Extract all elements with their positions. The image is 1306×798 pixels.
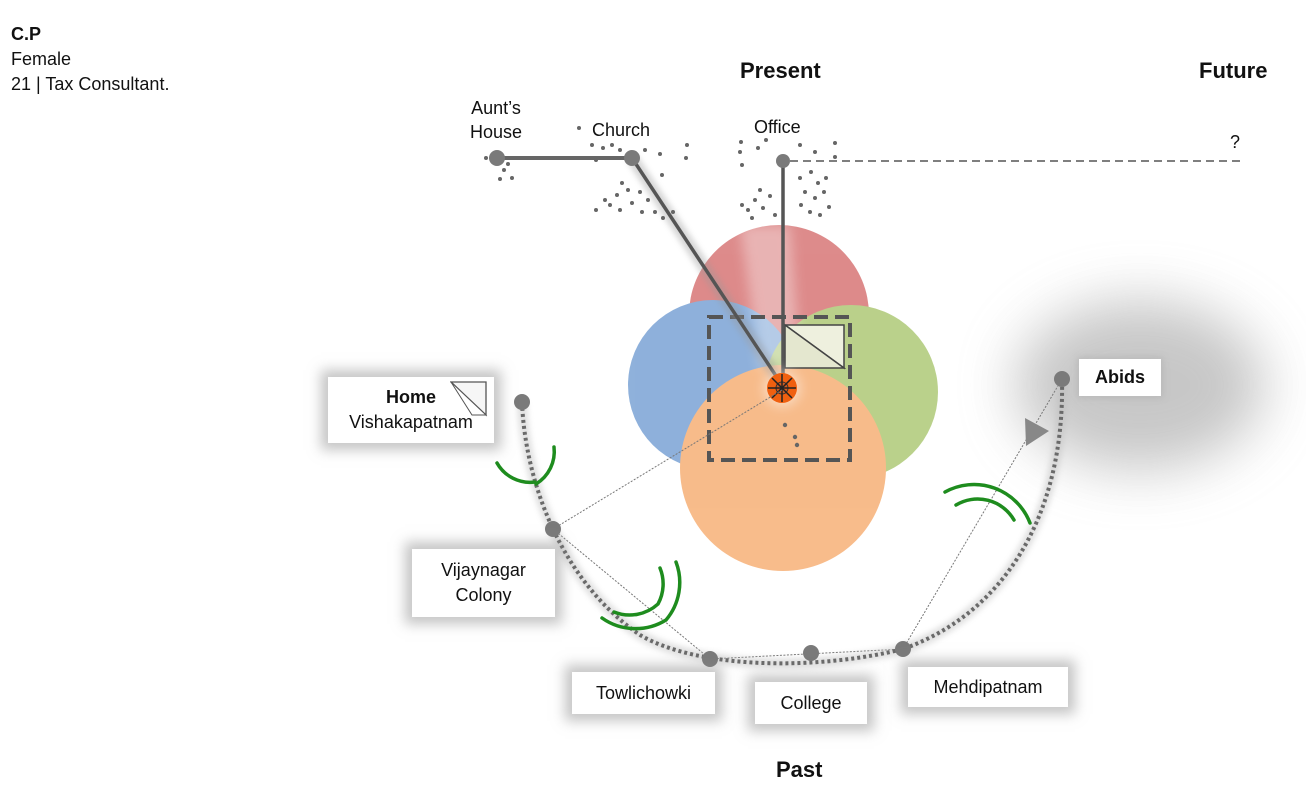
office-node xyxy=(776,154,790,168)
church-label: Church xyxy=(592,120,651,140)
college-card: College xyxy=(755,682,867,724)
wifi-signal-icon xyxy=(495,445,557,486)
direction-arrow-icon xyxy=(1025,418,1049,446)
aunts-house-node xyxy=(489,150,505,166)
towlichowki-node xyxy=(702,651,718,667)
profile-info: C.P Female 21 | Tax Consultant. xyxy=(11,22,169,97)
orange-circle xyxy=(680,365,886,571)
past-heading: Past xyxy=(776,757,823,782)
home-node xyxy=(514,394,530,410)
aunts-house-label: Aunt’s House xyxy=(469,98,523,142)
vijaynagar-card: Vijaynagar Colony xyxy=(412,549,555,617)
future-unknown-label: ? xyxy=(1230,132,1241,152)
home-title: Home xyxy=(385,387,436,407)
profile-gender: Female xyxy=(11,49,72,69)
vijaynagar-node xyxy=(545,521,561,537)
future-heading: Future xyxy=(1199,58,1268,83)
present-connectors xyxy=(497,152,1240,389)
college-node xyxy=(803,645,819,661)
folded-note-icon xyxy=(450,381,488,417)
present-heading: Present xyxy=(740,58,821,83)
abids-node xyxy=(1054,371,1070,387)
wifi-signal-icon xyxy=(600,560,682,631)
scatter-dots xyxy=(484,126,837,448)
towlichowki-card: Towlichowki xyxy=(572,672,715,714)
crosshair-asterisk-icon xyxy=(764,370,800,406)
mehdipatnam-node xyxy=(895,641,911,657)
profile-name: C.P xyxy=(11,24,42,44)
profile-details: 21 | Tax Consultant. xyxy=(11,74,170,94)
church-node xyxy=(624,150,640,166)
mehdipatnam-card: Mehdipatnam xyxy=(908,667,1068,707)
office-label: Office xyxy=(754,117,801,137)
wifi-signal-icon xyxy=(943,482,1032,525)
home-card: Home Vishakapatnam xyxy=(328,377,494,443)
home-city: Vishakapatnam xyxy=(349,412,473,432)
abids-card: Abids xyxy=(1079,359,1161,396)
